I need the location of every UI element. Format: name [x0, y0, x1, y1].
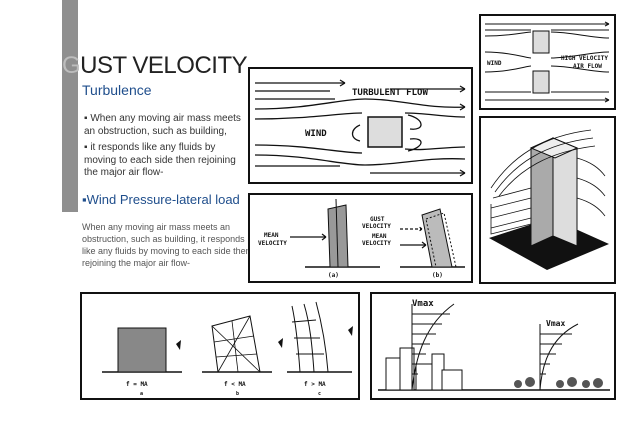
gust-velocity-figure: MEAN VELOCITY GUST VELOCITY MEAN VELOCIT… — [248, 193, 473, 283]
turbulent-flow-figure: TURBULENT FLOW WIND — [248, 67, 473, 184]
turbulent-wind-label: WIND — [305, 129, 327, 139]
frame-sub-b: b — [236, 391, 239, 397]
label-a: (a) — [328, 272, 339, 279]
turbulent-flow-label: TURBULENT FLOW — [352, 88, 428, 98]
turbulence-heading: Turbulence — [82, 82, 152, 98]
gust-velocity-line2: VELOCITY — [362, 223, 391, 230]
gust-velocity-line1: GUST — [370, 216, 385, 223]
building-wind-3d-figure — [479, 116, 616, 284]
bullet-2: ▪ it responds like any fluids by moving … — [84, 142, 236, 178]
frame-label-1: f = MA — [126, 381, 148, 388]
bullet-1: ▪ When any moving air mass meets an obst… — [84, 113, 241, 137]
mean-velocity-b-line1: MEAN — [372, 233, 387, 240]
mean-velocity-a-line1: MEAN — [264, 232, 279, 239]
slide-title: GUST VELOCITY — [62, 52, 248, 79]
title-accent-bar — [62, 0, 78, 212]
wind-pressure-text: When any moving air mass meets an obstru… — [82, 222, 251, 268]
vmax-label-1: Vmax — [412, 299, 434, 309]
high-velocity-label-1: HIGH VELOCITY — [561, 55, 608, 62]
frame-sub-c: c — [318, 391, 321, 397]
mean-velocity-b-line2: VELOCITY — [362, 240, 391, 247]
frame-label-3: f > MA — [304, 381, 326, 388]
frame-deflection-figure: f = MA f < MA f > MA a b c — [80, 292, 360, 400]
velocity-profile-figure: Vmax Vmax — [370, 292, 616, 400]
frame-label-2: f < MA — [224, 381, 246, 388]
high-velocity-wind-label: WIND — [487, 60, 502, 67]
frame-sub-a: a — [140, 391, 143, 397]
mean-velocity-a-line2: VELOCITY — [258, 240, 287, 247]
label-b: (b) — [432, 272, 443, 279]
high-velocity-label-2: AIR FLOW — [573, 63, 602, 70]
vmax-label-2: Vmax — [546, 319, 565, 328]
wind-pressure-heading: ▪Wind Pressure-lateral load — [82, 192, 240, 207]
high-velocity-figure: WIND HIGH VELOCITY AIR FLOW — [479, 14, 616, 110]
